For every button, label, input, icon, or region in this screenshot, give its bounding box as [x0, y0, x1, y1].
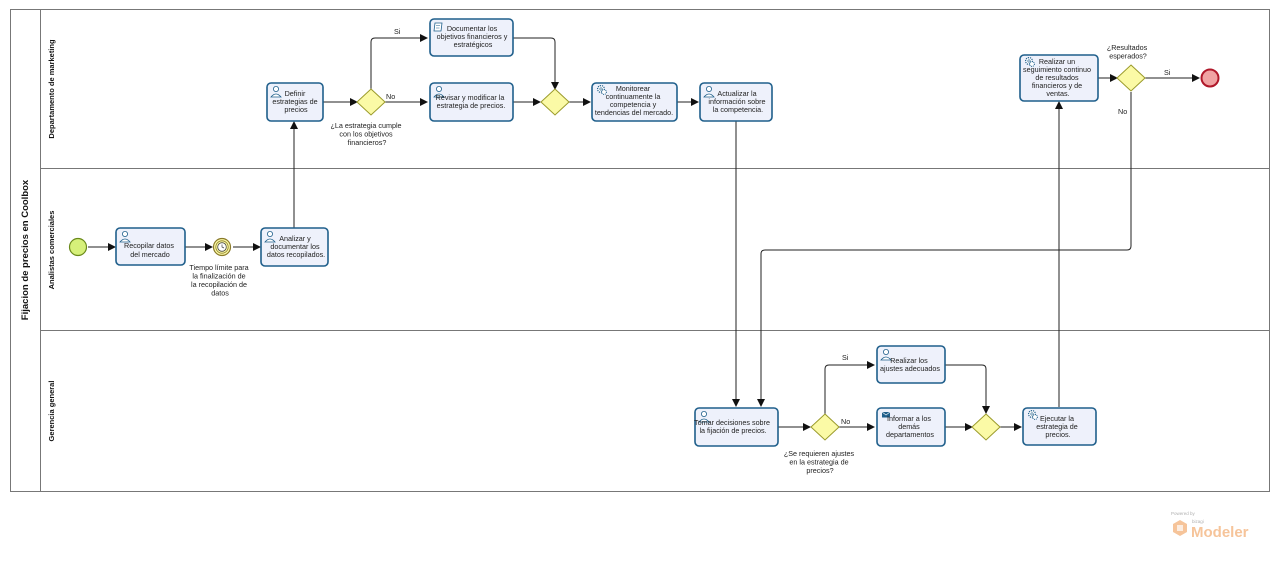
user-icon: [264, 230, 276, 243]
task-revisar[interactable]: Revisar y modificar la estrategia de pre…: [429, 82, 514, 122]
user-icon: [119, 230, 131, 243]
task-monitorear[interactable]: Monitorear continuamente la competencia …: [591, 82, 678, 122]
svg-text:Tomar decisiones sobre l: Tomar decisiones sobre la fijación de pr…: [694, 418, 772, 435]
gateway-ajustes[interactable]: [810, 413, 840, 441]
end-event[interactable]: [1200, 68, 1220, 88]
svg-text:Informar a los demás: Informar a los demás departamentos: [886, 414, 934, 439]
service-gear-icon: [1024, 56, 1035, 67]
flow-label-si-2: Si: [842, 353, 849, 362]
svg-text:Realizar un seguimiento: Realizar un seguimiento continuo de resu…: [1023, 57, 1093, 98]
flow-gateway3-no: [757, 92, 1132, 407]
task-ejecutar[interactable]: Ejecutar la estrategia de precios.: [1022, 407, 1097, 446]
sequence-flows: [88, 34, 1200, 431]
task-actualizar[interactable]: Actualizar la información sobre la compe…: [699, 82, 773, 122]
flow-documentar-to-merge: [513, 37, 559, 90]
svg-text:Recopilar datos del merc: Recopilar datos del mercado: [124, 241, 176, 259]
flow-label-no-1: No: [386, 92, 395, 101]
flow-label-no-2: No: [841, 417, 850, 426]
envelope-icon: [881, 411, 891, 418]
bizagi-modeler-logo: Powered by bizagi Modeler: [1171, 511, 1249, 541]
user-icon: [270, 86, 282, 98]
flow-label-si-3: Si: [1164, 68, 1171, 77]
flow-ajustes-to-merge2: [945, 364, 990, 414]
svg-text:Revisar y modificar la e: Revisar y modificar la estrategia de pre…: [436, 93, 507, 110]
lane-title-gerencia: Gerencia general: [47, 381, 56, 442]
script-icon: [433, 22, 443, 32]
service-gear-icon: [1027, 410, 1038, 420]
user-icon: [880, 348, 892, 361]
task-definir[interactable]: Definir estrategias de precios: [266, 82, 324, 122]
start-event[interactable]: [68, 237, 88, 257]
gateway-resultados[interactable]: [1116, 64, 1146, 92]
gateway-ajustes-label: ¿Se requieren ajustes en la estrategia d…: [784, 449, 856, 475]
task-recopilar[interactable]: Recopilar datos del mercado: [115, 227, 186, 266]
flow-gateway1-si: [370, 34, 428, 89]
flow-gateway2-si: [824, 361, 875, 414]
task-analizar[interactable]: Analizar y documentar los datos recopila…: [260, 227, 329, 267]
timer-event[interactable]: [212, 237, 232, 257]
gateway-resultados-label: ¿Resultados esperados?: [1107, 43, 1149, 61]
svg-text:Ejecutar la estrategia d: Ejecutar la estrategia de precios.: [1036, 414, 1080, 439]
gateway-merge-1[interactable]: [540, 88, 570, 116]
pool-title: Fijacion de precios en Coolbox: [20, 179, 31, 320]
task-informar[interactable]: Informar a los demás departamentos: [876, 407, 946, 447]
pool-border: [10, 9, 1270, 492]
user-icon: [433, 86, 445, 98]
svg-text:Realizar los ajustes ade: Realizar los ajustes adecuados: [880, 356, 940, 373]
task-ajustes[interactable]: Realizar los ajustes adecuados: [876, 345, 946, 384]
gateway-estrategia[interactable]: [356, 88, 386, 116]
svg-text:Actualizar la informació: Actualizar la información sobre la compe…: [708, 89, 767, 114]
svg-text:Analizar y documentar lo: Analizar y documentar los datos recopila…: [267, 234, 325, 259]
gateway-estrategia-label: ¿La estrategia cumple con los objetivos …: [330, 121, 403, 147]
svg-text:Monitorear continuamente: Monitorear continuamente la competencia …: [595, 84, 673, 117]
user-icon: [703, 86, 715, 98]
user-icon: [698, 410, 710, 423]
timer-event-label: Tiempo límite para la finalización de la…: [189, 263, 250, 298]
svg-text:Definir estrategias de: Definir estrategias de precios: [272, 89, 319, 114]
lane-title-analistas: Analistas comerciales: [47, 211, 56, 290]
svg-text:bizagi: bizagi: [1192, 519, 1204, 524]
svg-text:Modeler: Modeler: [1191, 524, 1249, 541]
task-tomar[interactable]: Tomar decisiones sobre la fijación de pr…: [694, 407, 779, 447]
task-documentar[interactable]: Documentar los objetivos financieros y e…: [429, 18, 514, 57]
gateway-merge-2[interactable]: [971, 413, 1001, 441]
flow-label-si-1: Si: [394, 27, 401, 36]
flow-label-no-3: No: [1118, 107, 1127, 116]
svg-text:Documentar los objetivos: Documentar los objetivos financieros y e…: [437, 24, 510, 49]
svg-text:Powered by: Powered by: [1171, 511, 1196, 516]
task-seguimiento[interactable]: Realizar un seguimiento continuo de resu…: [1019, 54, 1099, 102]
service-gear-icon: [596, 84, 607, 95]
lane-title-marketing: Departamento de marketing: [47, 39, 56, 139]
